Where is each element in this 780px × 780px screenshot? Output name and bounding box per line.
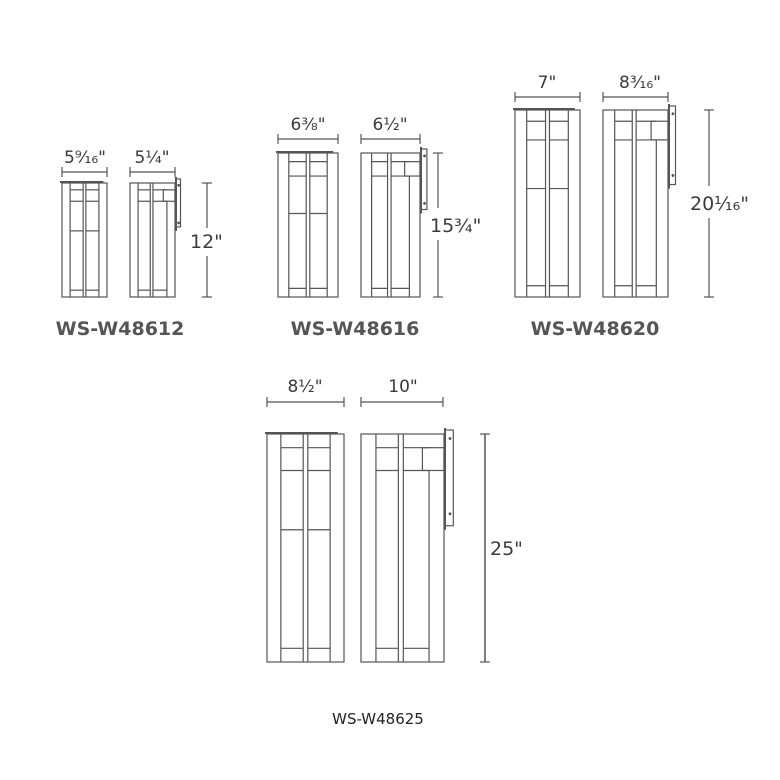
height-label: 20¹⁄₁₆" xyxy=(690,193,749,215)
side-depth-label: 5¼" xyxy=(134,148,169,168)
side-frame xyxy=(360,433,445,663)
mount-box xyxy=(404,161,421,177)
front-view xyxy=(513,108,581,298)
screw-icon xyxy=(448,512,452,516)
front-view xyxy=(276,151,339,298)
wall-bracket xyxy=(444,429,454,527)
mount-box xyxy=(162,189,176,202)
model-name: WS-W48620 xyxy=(531,318,660,340)
side-frame xyxy=(602,109,669,298)
model-name: WS-W48612 xyxy=(56,318,185,340)
side-depth-label: 8³⁄₁₆" xyxy=(619,73,661,93)
model-name: WS-W48625 xyxy=(332,710,424,728)
front-width-label: 6⅜" xyxy=(290,115,325,135)
model-group-ws-w48616: 6⅜" 6½" 15¾" WS-W48616 xyxy=(276,115,481,340)
height-label: 25" xyxy=(490,538,523,560)
mount-box xyxy=(421,447,445,472)
screw-icon xyxy=(423,202,426,205)
model-group-ws-w48620: 7" 8³⁄₁₆" 20¹⁄₁₆" WS-W48620 xyxy=(513,73,749,340)
screw-icon xyxy=(177,183,181,187)
side-depth-label: 10" xyxy=(388,377,417,397)
screw-icon xyxy=(177,221,181,225)
side-view xyxy=(129,177,182,298)
mount-box xyxy=(650,120,669,141)
front-width-label: 5⁹⁄₁₆" xyxy=(64,148,106,168)
side-depth-label: 6½" xyxy=(372,115,407,135)
model-name: WS-W48616 xyxy=(291,318,420,340)
front-view xyxy=(265,432,345,663)
model-group-ws-w48625: 8½" 10" 25" WS-W48625 xyxy=(265,377,523,728)
side-view xyxy=(360,428,454,663)
screw-icon xyxy=(423,154,426,158)
side-view xyxy=(602,104,677,298)
front-width-label: 8½" xyxy=(287,377,322,397)
height-label: 15¾" xyxy=(430,215,481,237)
front-frame xyxy=(266,433,345,663)
front-width-label: 7" xyxy=(538,73,557,93)
screw-icon xyxy=(671,174,675,177)
screw-icon xyxy=(671,112,675,116)
height-label: 12" xyxy=(190,231,223,253)
front-frame xyxy=(61,182,108,298)
front-frame xyxy=(514,109,581,298)
front-view xyxy=(60,181,108,298)
screw-icon xyxy=(448,437,452,440)
front-frame xyxy=(277,152,339,298)
model-group-ws-w48612: 5⁹⁄₁₆" 5¼" 12" WS-W48612 xyxy=(56,148,223,340)
side-view xyxy=(360,147,428,298)
